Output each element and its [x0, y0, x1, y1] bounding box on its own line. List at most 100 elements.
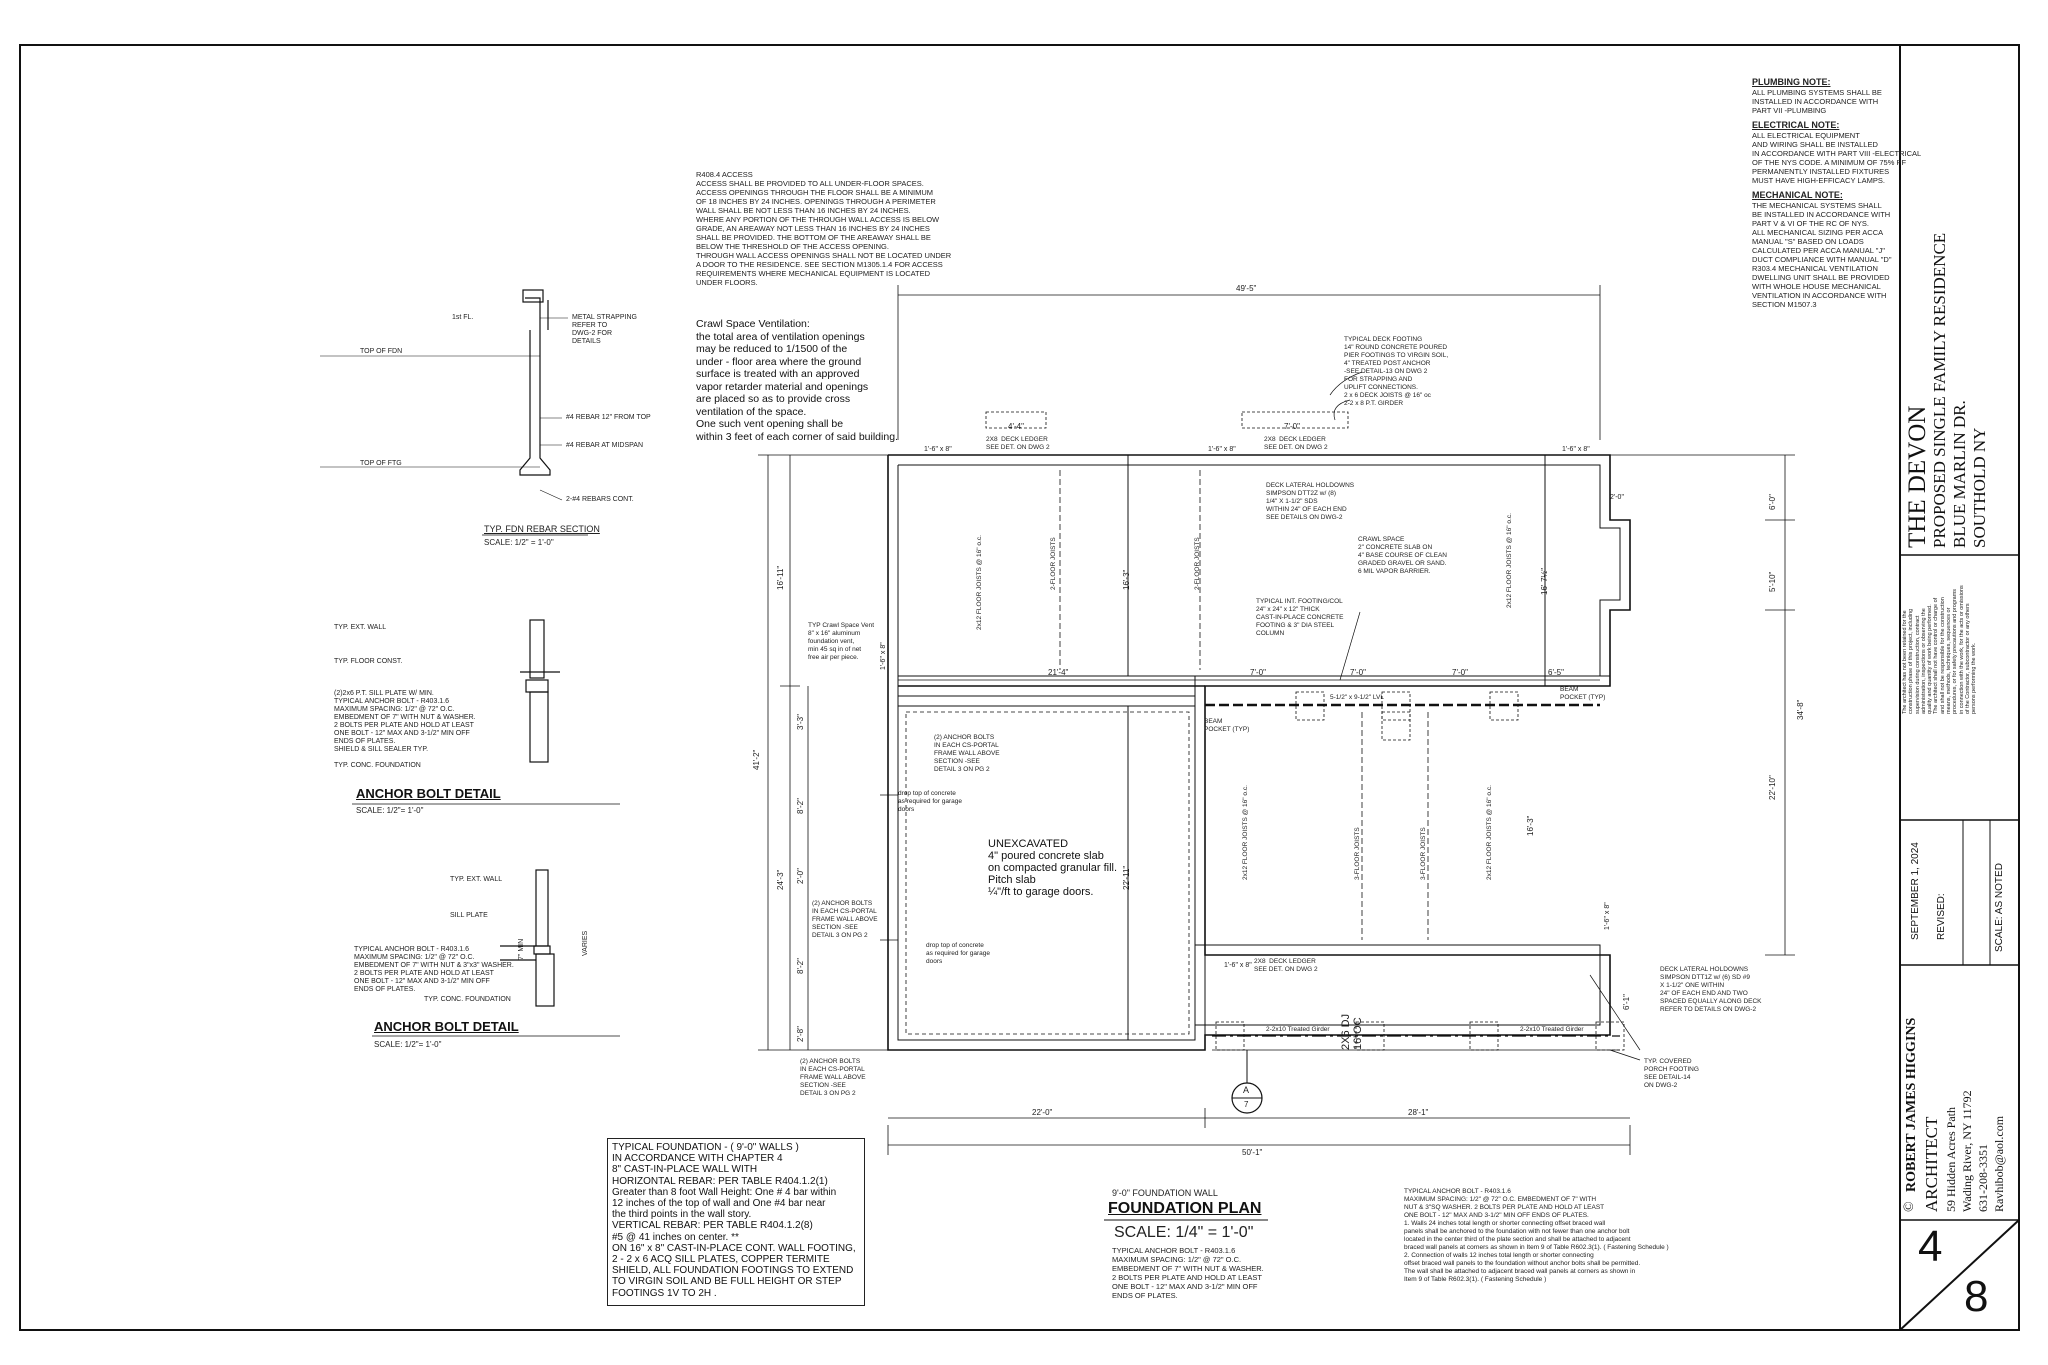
beam-pocket-label: BEAM POCKET (TYP)	[1204, 718, 1250, 733]
note-line: Greater than 8 foot Wall Height: One # 4…	[612, 1186, 837, 1198]
note-line: BELOW THE THRESHOLD OF THE ACCESS OPENIN…	[696, 242, 889, 251]
project-street: BLUE MARLIN DR.	[1950, 400, 1969, 548]
dim-step2: 1'-6" x 8"	[1208, 446, 1236, 453]
note-line: 4" poured concrete slab	[988, 850, 1104, 862]
rebar-detail-scale: SCALE: 1/2" = 1'-0"	[484, 538, 554, 547]
dim-step3: 1'-6" x 8"	[1562, 446, 1590, 453]
dim-l2: 8'-2"	[796, 798, 805, 814]
anchor-label: VARIES	[582, 930, 589, 956]
dim-deck2: 7'-0"	[1284, 422, 1300, 431]
note-line: located in the center third of the plate…	[1404, 1236, 1631, 1243]
note-line: R303.4 MECHANICAL VENTILATION	[1752, 264, 1878, 273]
anchor-label: TYP. EXT. WALL	[450, 876, 503, 883]
section-marker-letter: A	[1243, 1085, 1250, 1095]
note-line: braced wall panels at corners as shown i…	[1404, 1244, 1669, 1251]
note-line: CALCULATED PER ACCA MANUAL "J"	[1752, 246, 1885, 255]
note-line: 2 BOLTS PER PLATE AND HOLD AT LEAST	[1112, 1273, 1262, 1282]
anchor-label: 2 BOLTS PER PLATE AND HOLD AT LEAST	[354, 970, 494, 977]
note-line: ALL ELECTRICAL EQUIPMENT	[1752, 131, 1860, 140]
sheet-total: 8	[1964, 1272, 1989, 1321]
note-line: the third points in the wall story.	[612, 1209, 752, 1221]
drop-top-label: drop top of concrete as required for gar…	[898, 790, 962, 813]
deck-ledger-label: 2X8 DECK LEDGER SEE DET. ON DWG 2	[1264, 436, 1328, 451]
note-line: 2 - 2 x 6 ACQ SILL PLATES, COPPER TERMIT…	[612, 1254, 830, 1266]
note-line: TYPICAL FOUNDATION - ( 9'-0" WALLS )	[612, 1142, 799, 1153]
note-line: WHERE ANY PORTION OF THE THROUGH WALL AC…	[696, 215, 940, 224]
access-note: R408.4 ACCESS ACCESS SHALL BE PROVIDED T…	[696, 170, 951, 287]
disclaimer: The architect has not been retained for …	[1902, 585, 1978, 714]
anchor-label: ENDS OF PLATES.	[334, 738, 396, 745]
note-line: THE MECHANICAL SYSTEMS SHALL	[1752, 201, 1882, 210]
dim-mid-left: 21'-4"	[1048, 668, 1069, 677]
dim-right-a: 6'-0"	[1768, 494, 1777, 510]
deck-ledger-label: 2X8 DECK LEDGER SEE DET. ON DWG 2	[1254, 958, 1318, 973]
note-line: A DOOR TO THE RESIDENCE. SEE SECTION M13…	[696, 260, 943, 269]
project-name: THE DEVON	[1904, 405, 1931, 548]
note-line: PART V & VI OF THE RC OF NYS.	[1752, 219, 1869, 228]
foundation-plan-title: FOUNDATION PLAN	[1108, 1200, 1262, 1217]
cs-portal-label: (2) ANCHOR BOLTS IN EACH CS-PORTAL FRAME…	[812, 900, 878, 939]
note-line: Crawl Space Ventilation:	[696, 318, 810, 330]
anchor-label: TYP. CONC. FOUNDATION	[334, 762, 421, 769]
dim-l1: 3'-3"	[796, 714, 805, 730]
foundation-plan-scale: SCALE: 1/4" = 1'-0"	[1114, 1224, 1254, 1241]
crawl-vent-label: TYP Crawl Space Vent 8" x 16" aluminum f…	[808, 622, 874, 661]
joist-label: 2-FLOOR JOISTS	[1194, 537, 1201, 590]
note-line: surface is treated with an approved	[696, 368, 860, 380]
note-line: WITH WHOLE HOUSE MECHANICAL	[1752, 282, 1881, 291]
note-line: panels shall be anchored to the foundati…	[1404, 1228, 1630, 1235]
dim-span2: 16'-7½"	[1540, 567, 1549, 595]
dim-bottom-overall: 50'-1"	[1242, 1148, 1263, 1157]
dim-step5: 1'-6" x 8"	[1224, 962, 1252, 969]
dim-bottom-right: 28'-1"	[1408, 1108, 1429, 1117]
dim-bottom-left: 22'-0"	[1032, 1108, 1053, 1117]
joist-label: 2x12 FLOOR JOISTS @ 16" o.c.	[1506, 513, 1513, 608]
typical-foundation-note: TYPICAL FOUNDATION - ( 9'-0" WALLS ) IN …	[607, 1138, 865, 1306]
note-line: MAXIMUM SPACING: 1/2" @ 72" O.C. EMBEDME…	[1404, 1196, 1597, 1203]
note-line: procedures, or for safety precautions an…	[1952, 588, 1959, 714]
dim-span4: 16'-3"	[1526, 815, 1535, 836]
note-line: The architect shall not have control or …	[1933, 597, 1940, 714]
date: SEPTEMBER 1, 2024	[1910, 842, 1921, 940]
note-line: AND WIRING SHALL BE INSTALLED	[1752, 140, 1878, 149]
trade-notes: PLUMBING NOTE: ALL PLUMBING SYSTEMS SHAL…	[1752, 78, 1921, 310]
girder-label: 2-2x10 Treated Girder	[1266, 1026, 1330, 1033]
dim-step1: 1'-6" x 8"	[924, 446, 952, 453]
anchor-label: TYPICAL ANCHOR BOLT - R403.1.6	[354, 946, 470, 953]
note-line: are placed so as to provide cross	[696, 393, 851, 405]
rebar-label: TOP OF FDN	[360, 348, 403, 355]
note-line: under - floor area where the ground	[696, 355, 862, 368]
anchor-bottom-note: TYPICAL ANCHOR BOLT - R403.1.6 MAXIMUM S…	[1404, 1188, 1669, 1284]
note-line: ONE BOLT - 12" MAX AND 3-1/2" MIN OFF	[1112, 1282, 1258, 1291]
dim-l3: 2'-0"	[796, 868, 805, 884]
note-line: R408.4 ACCESS	[696, 170, 753, 179]
dim-mid-d: 6'-5"	[1548, 668, 1564, 677]
dim-l4: 8'-2"	[796, 958, 805, 974]
rebar-label: DETAILS	[572, 338, 601, 345]
architect-email: Ravhibob@aol.com	[1992, 1115, 2006, 1212]
architect-address-1: 59 Hidden Acres Path	[1944, 1107, 1958, 1212]
note-line: ¼"/ft to garage doors.	[988, 886, 1094, 898]
note-line: ventilation of the space.	[696, 405, 807, 418]
note-line: 2. Connection of walls 12 inches total l…	[1404, 1252, 1594, 1259]
note-line: MAXIMUM SPACING: 1/2" @ 72" O.C.	[1112, 1255, 1242, 1264]
note-line: PART VII -PLUMBING	[1752, 106, 1827, 115]
note-line: OF 18 INCHES BY 24 INCHES. OPENINGS THRO…	[696, 197, 936, 206]
rebar-label: METAL STRAPPING	[572, 314, 637, 321]
anchor-detail-1-scale: SCALE: 1/2"= 1'-0"	[356, 806, 424, 815]
anchor-label: TYP. FLOOR CONST.	[334, 658, 403, 665]
architect-name: ROBERT JAMES HIGGINS	[1904, 1017, 1919, 1192]
note-line: TYPICAL ANCHOR BOLT - R403.1.6	[1112, 1246, 1236, 1255]
note-line: 8" CAST-IN-PLACE WALL WITH	[612, 1164, 758, 1176]
section-marker-number: 7	[1244, 1100, 1249, 1109]
unexcavated-note: UNEXCAVATED 4" poured concrete slab on c…	[988, 838, 1117, 898]
foundation-wall-note: 9'-0" FOUNDATION WALL	[1112, 1188, 1218, 1198]
drop-top-label: drop top of concrete as required for gar…	[926, 942, 990, 965]
beam-pocket-label: BEAM POCKET (TYP)	[1560, 686, 1606, 701]
copyright-symbol: ©	[1902, 1201, 1917, 1212]
cs-portal-label: (2) ANCHOR BOLTS IN EACH CS-PORTAL FRAME…	[934, 734, 1000, 773]
cs-portal-label: (2) ANCHOR BOLTS IN EACH CS-PORTAL FRAME…	[800, 1058, 866, 1097]
sheet-number: 4	[1918, 1222, 1943, 1271]
note-line: TO VIRGIN SOIL AND BE FULL HEIGHT OR STE…	[612, 1276, 842, 1288]
note-line: the total area of ventilation openings	[696, 330, 865, 343]
